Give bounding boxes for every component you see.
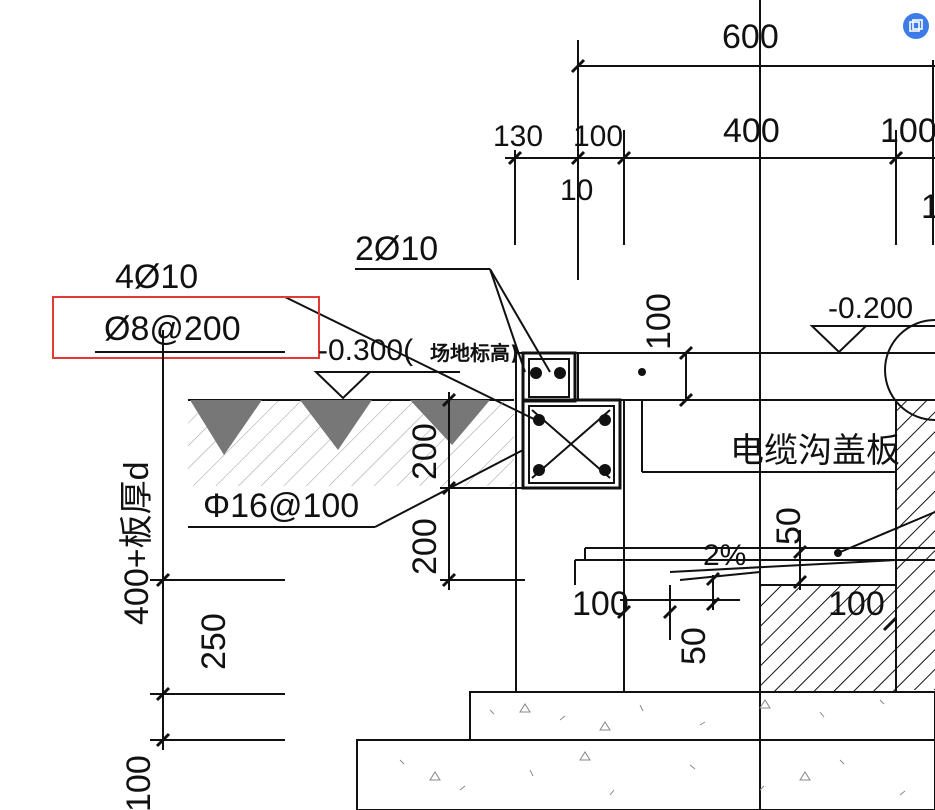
dim-400-top-text: 400	[723, 112, 780, 150]
rebar-2phi10-label: 2Ø10	[355, 230, 438, 268]
dim-100-vertical-text: 100	[640, 293, 678, 350]
dim-100-top-text: 100	[573, 120, 623, 153]
dim-100-right-text: 100	[880, 112, 935, 150]
corner-window-button[interactable]	[903, 13, 929, 39]
dim-130-text: 130	[493, 120, 543, 153]
window-icon	[909, 19, 923, 32]
elev-minus-0300-text: -0.300(	[318, 334, 413, 367]
dim-50-vertical-text: 50	[770, 507, 808, 545]
dim-250-text: 250	[195, 613, 233, 670]
dim-200-upper-text: 200	[406, 423, 444, 480]
trench-bottom	[574, 511, 935, 692]
highlight-box	[52, 296, 320, 359]
dim-200-lower-text: 200	[406, 518, 444, 575]
elev-0300-triangle	[313, 371, 373, 400]
top-dimension-chain	[505, 40, 935, 280]
rebar-4phi10-label: 4Ø10	[115, 258, 198, 296]
edge-beam-section	[521, 351, 622, 490]
dim-1-right-text: 1	[921, 188, 935, 226]
dim-100-bottom-vertical-text: 100	[120, 755, 158, 810]
rebar-phi16-label: Φ16@100	[203, 487, 359, 525]
elev-0200-triangle	[809, 325, 869, 354]
slope-2pct-text: 2%	[703, 539, 746, 572]
cable-trench-cover-label: 电缆沟盖板	[730, 431, 900, 471]
rebar-phi8-label: Ø8@200	[104, 310, 241, 348]
site-elev-note-text: 场地标高)	[430, 341, 519, 365]
dim-100-left-bottom-text: 100	[572, 585, 629, 623]
foundation-slabs	[356, 691, 935, 810]
cable-trench	[515, 319, 935, 692]
dim-100-right-bottom-text: 100	[828, 585, 885, 623]
dim-600-text: 600	[722, 18, 779, 56]
beam-vertical-dims	[440, 392, 525, 590]
dim-10-text: 10	[560, 174, 593, 207]
ground-soil	[188, 399, 514, 486]
left-depth-dims	[150, 330, 285, 750]
dim-50-bottom-text: 50	[675, 627, 713, 665]
elev-minus-0200-text: -0.200	[828, 292, 913, 325]
depth-label-text: 400+板厚d	[118, 462, 156, 626]
